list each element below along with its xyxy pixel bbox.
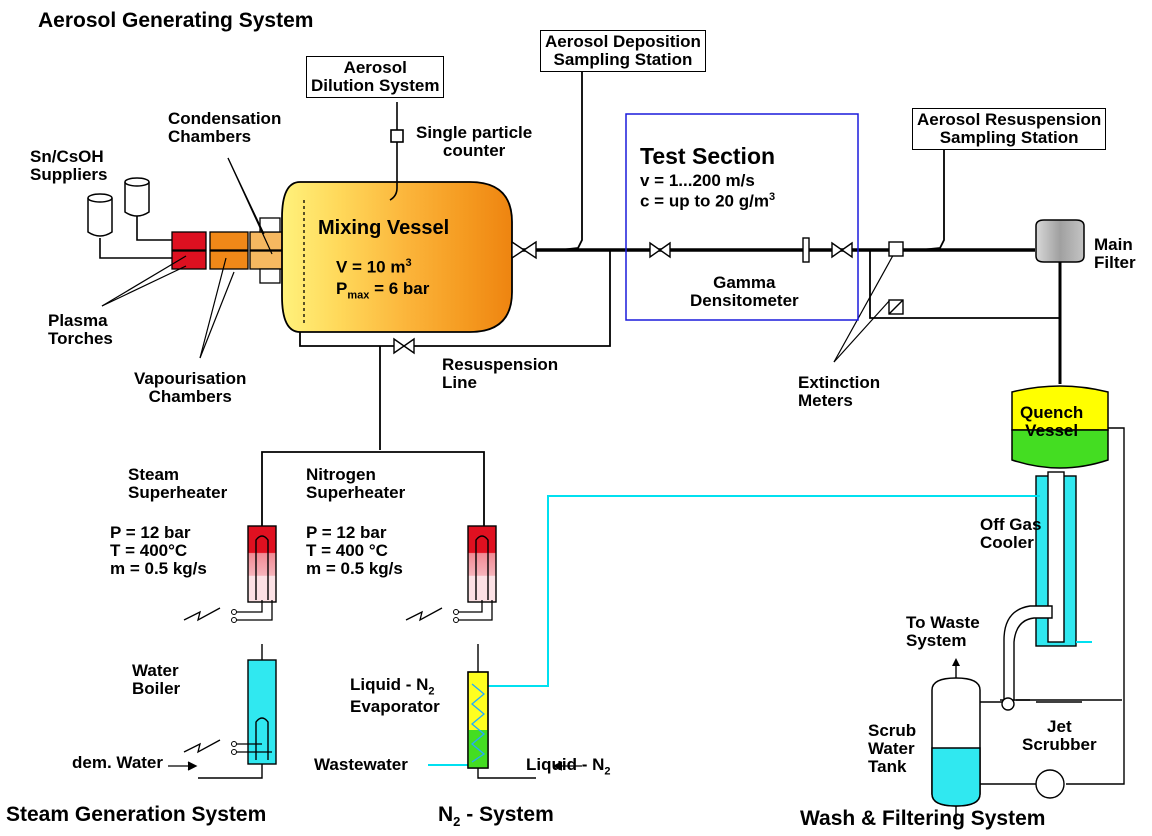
water-boiler <box>198 644 277 779</box>
header-wash-filtering: Wash & Filtering System <box>800 807 1046 830</box>
pointer-lines <box>101 157 897 363</box>
recirculation <box>980 427 1125 799</box>
mixing-vessel-volume: V = 10 m3 <box>336 257 412 277</box>
vapourisation-chambers <box>209 231 249 270</box>
steam-superheater <box>231 525 277 623</box>
jet-scrubber <box>980 605 1053 711</box>
mixing-vessel-title: Mixing Vessel <box>318 217 450 239</box>
deposition-station-box: Aerosol Deposition Sampling Station <box>540 30 706 72</box>
plasma-torches <box>171 231 207 270</box>
deposition-line-1: Aerosol Deposition <box>545 32 701 51</box>
main-line <box>512 64 1062 384</box>
resuspension-station-line-1: Aerosol Resuspension <box>917 110 1102 129</box>
supplier-lines <box>99 216 172 259</box>
dilution-line-1: Aerosol <box>343 58 407 77</box>
test-section-concentration: c = up to 20 g/m3 <box>640 191 776 211</box>
test-section-title: Test Section <box>640 143 776 169</box>
n2-evaporator <box>467 644 536 779</box>
valves <box>393 237 904 355</box>
header-steam-generation: Steam Generation System <box>6 803 267 826</box>
off-gas-cooler <box>1035 471 1077 647</box>
deposition-line-2: Sampling Station <box>553 49 693 69</box>
flow-arrows <box>168 607 582 771</box>
dem-water-label: dem. Water <box>72 753 164 772</box>
main-filter <box>1035 219 1085 263</box>
quench-vessel <box>1011 385 1109 469</box>
mixing-vessel <box>281 181 513 333</box>
dilution-line <box>389 102 404 201</box>
dilution-line-2: Dilution System <box>311 75 440 95</box>
resuspension-station-line-2: Sampling Station <box>939 127 1079 147</box>
resuspension-station-box: Aerosol Resuspension Sampling Station <box>912 108 1107 150</box>
dilution-station-box: Aerosol Dilution System <box>306 56 445 98</box>
test-section-velocity: v = 1...200 m/s <box>640 171 755 190</box>
scrub-water-tank <box>931 658 981 820</box>
wastewater-label: Wastewater <box>314 755 408 774</box>
test-section-box <box>625 113 859 321</box>
supplier-tanks <box>87 177 150 237</box>
resuspension-loop <box>261 250 611 588</box>
nitrogen-superheater <box>453 525 497 623</box>
liquid-n2-label: Liquid - N2 <box>526 755 611 778</box>
header-n2-system: N2 - System <box>438 803 554 830</box>
header-aerosol-generating: Aerosol Generating System <box>38 9 314 32</box>
mixing-vessel-pressure: Pmax = 6 bar <box>336 279 430 302</box>
condensation-chambers <box>249 217 287 284</box>
